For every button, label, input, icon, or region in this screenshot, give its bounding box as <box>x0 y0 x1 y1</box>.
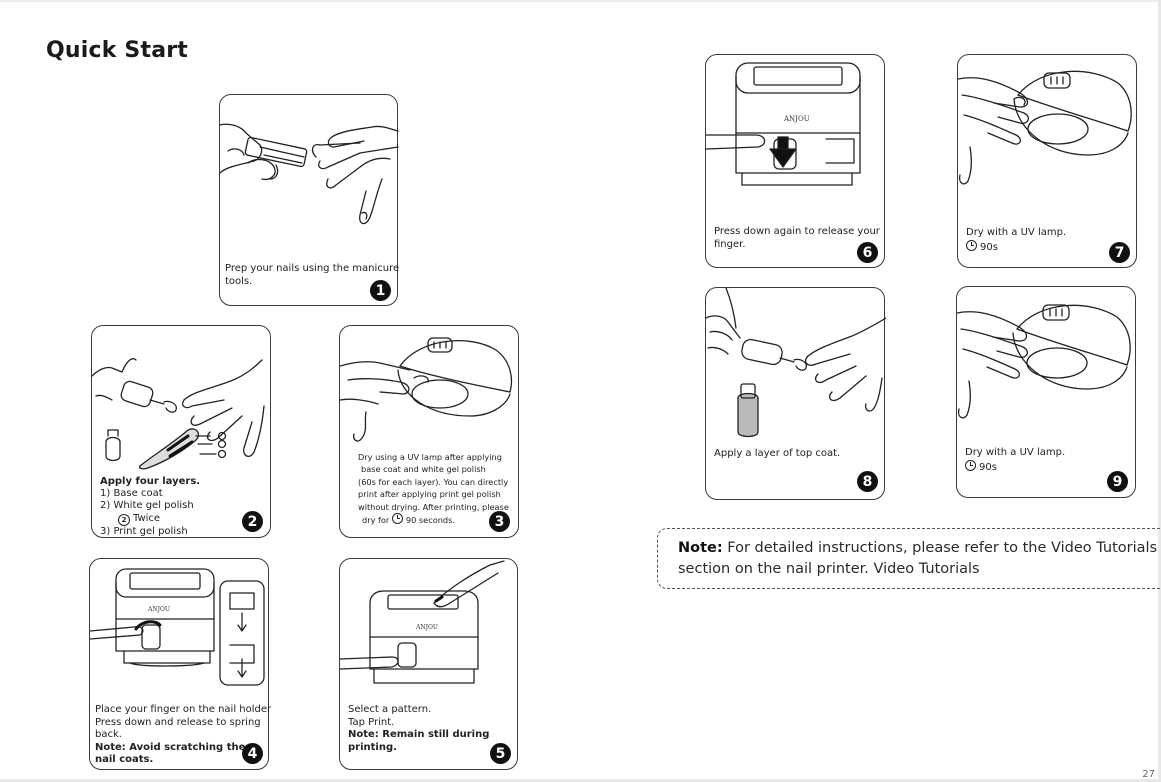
step-caption: Apply a layer of top coat. <box>714 448 841 459</box>
timer-icon <box>965 459 976 471</box>
device-brand-logo: ANJOU <box>415 624 438 631</box>
step-card-3: Dry using a UV lamp after applying base … <box>339 325 519 538</box>
step-card-7: Dry with a UV lamp. 90s 7 <box>957 54 1137 268</box>
step-card-5: ANJOU Select a pattern. Tap Print. Note:… <box>339 558 518 770</box>
page-edge <box>0 0 1161 2</box>
nail-printer-illustration: ANJOU <box>340 560 505 684</box>
twice-icon: 2 <box>118 513 130 526</box>
nail-printer-illustration: ANJOU <box>90 568 265 686</box>
step-card-2: Apply four layers. 1) Base coat 2) White… <box>91 325 271 538</box>
step-number-badge: 6 <box>857 242 878 263</box>
step-card-9: Dry with a UV lamp. 90s 9 <box>956 286 1136 498</box>
step-card-1: Prep your nails using the manicure tools… <box>219 94 400 306</box>
page-number: 27 <box>1142 769 1155 780</box>
step-caption: Place your finger on the nail holder Pre… <box>95 704 272 765</box>
timer-icon <box>966 239 977 251</box>
uv-lamp-illustration <box>957 304 1131 419</box>
step-caption: Press down again to release your finger. <box>714 226 880 250</box>
step-number-badge: 9 <box>1107 471 1128 492</box>
step-number-badge: 2 <box>242 511 263 532</box>
step-caption: Apply four layers. 1) Base coat 2) White… <box>100 476 201 537</box>
device-brand-logo: ANJOU <box>783 115 810 123</box>
step-caption: Dry using a UV lamp after applying base … <box>358 452 509 526</box>
step-caption: Dry with a UV lamp. 90s <box>966 227 1067 253</box>
step-caption: Dry with a UV lamp. 90s <box>965 447 1066 473</box>
step-caption: Select a pattern. Tap Print. Note: Remai… <box>348 704 490 753</box>
step-number-badge: 4 <box>242 743 263 764</box>
uv-lamp-illustration <box>958 70 1132 185</box>
step-number-badge: 8 <box>857 471 878 492</box>
page-title: Quick Start <box>46 38 189 63</box>
top-coat-illustration <box>706 288 886 438</box>
timer-icon <box>391 513 403 525</box>
apply-polish-illustration <box>92 358 265 470</box>
manicure-tools-illustration <box>220 123 399 225</box>
nail-printer-illustration: ANJOU <box>706 62 861 186</box>
step-caption: Prep your nails using the manicure tools… <box>225 263 400 287</box>
step-number-badge: 7 <box>1109 242 1130 263</box>
step-card-8: Apply a layer of top coat. 8 <box>705 287 886 500</box>
step-number-badge: 5 <box>490 743 511 764</box>
page-edge <box>1158 0 1161 782</box>
uv-lamp-illustration <box>340 337 513 442</box>
note-label: Note: <box>678 540 723 556</box>
step-card-4: ANJOU Place your finger on the nail hold… <box>89 558 272 770</box>
step-number-badge: 1 <box>370 280 391 301</box>
step-number-badge: 3 <box>489 511 510 532</box>
step-card-6: ANJOU Press down again to release your f… <box>705 54 885 268</box>
page-edge <box>0 779 1161 782</box>
video-tutorial-note: Note: For detailed instructions, please … <box>657 528 1161 589</box>
device-brand-logo: ANJOU <box>147 606 170 613</box>
